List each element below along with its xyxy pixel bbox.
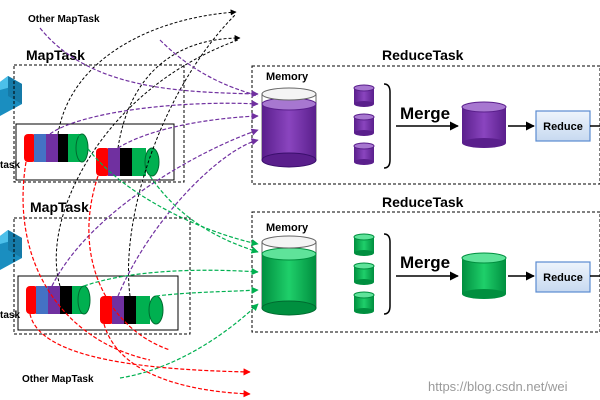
maptask-title-bottom: MapTask	[30, 199, 89, 215]
reducetask-title-bottom: ReduceTask	[382, 194, 464, 210]
green-arrow-1	[77, 133, 259, 247]
purple-arrow-4	[51, 128, 259, 287]
reduce-label-top: Reduce	[543, 121, 583, 133]
other-maptask-label-top: Other MapTask	[28, 14, 100, 25]
merged-file-bottom	[461, 252, 507, 299]
purple-arrow-6	[159, 39, 259, 97]
red-arrow-2	[103, 323, 251, 398]
watermark-text: https://blog.csdn.net/wei	[428, 379, 568, 394]
task-label-bottom: task	[0, 310, 20, 321]
buffer-box-top	[15, 123, 175, 181]
memory-cylinder-top	[261, 87, 317, 168]
spill-buffer-top-2	[96, 147, 160, 177]
memory-cylinder-bottom	[261, 235, 317, 316]
spill-files-top	[353, 84, 375, 165]
fetch-arrow-other-top-1	[57, 9, 237, 135]
other-maptask-label-bottom: Other MapTask	[22, 374, 94, 385]
spill-files-bottom	[353, 233, 375, 314]
memory-label-bottom: Memory	[266, 222, 309, 234]
spill-buffer-bottom-2	[100, 295, 164, 325]
merged-file-top	[461, 101, 507, 148]
green-arrow-4	[155, 286, 259, 297]
red-arrow-4	[88, 175, 171, 351]
memory-label-top: Memory	[266, 71, 309, 83]
buffer-box-bottom	[17, 275, 179, 331]
merge-bracket-bottom	[383, 233, 391, 315]
merge-bracket-top	[383, 83, 391, 169]
red-arrow-3	[22, 161, 151, 361]
fetch-arrow-other-top-4	[127, 13, 237, 297]
purple-arrow-3	[117, 112, 259, 149]
merge-label-bottom: Merge	[400, 253, 450, 272]
purple-arrow-5	[117, 138, 259, 297]
data-cube-top-icon	[0, 76, 22, 116]
reduce-box-bottom	[535, 261, 591, 293]
fetch-arrow-other-top-2	[117, 35, 241, 149]
red-arrow-1	[29, 313, 251, 376]
purple-arrow-1	[39, 27, 259, 98]
data-cube-bottom-icon	[0, 230, 22, 270]
task-label-top: task	[0, 160, 20, 171]
maptask-title-top: MapTask	[26, 47, 85, 63]
maptask-box-bottom	[13, 217, 191, 335]
purple-arrow-2	[49, 100, 259, 135]
spill-buffer-top-1	[24, 133, 89, 163]
reduce-label-bottom: Reduce	[543, 272, 583, 284]
green-arrow-5	[119, 303, 259, 379]
spill-buffer-bottom-1	[26, 285, 91, 315]
merge-label-top: Merge	[400, 104, 450, 123]
green-arrow-3	[83, 267, 259, 287]
reducetask-box-top	[251, 65, 600, 185]
maptask-box-top	[13, 64, 185, 183]
reducetask-title-top: ReduceTask	[382, 47, 464, 63]
green-arrow-2	[149, 175, 259, 254]
